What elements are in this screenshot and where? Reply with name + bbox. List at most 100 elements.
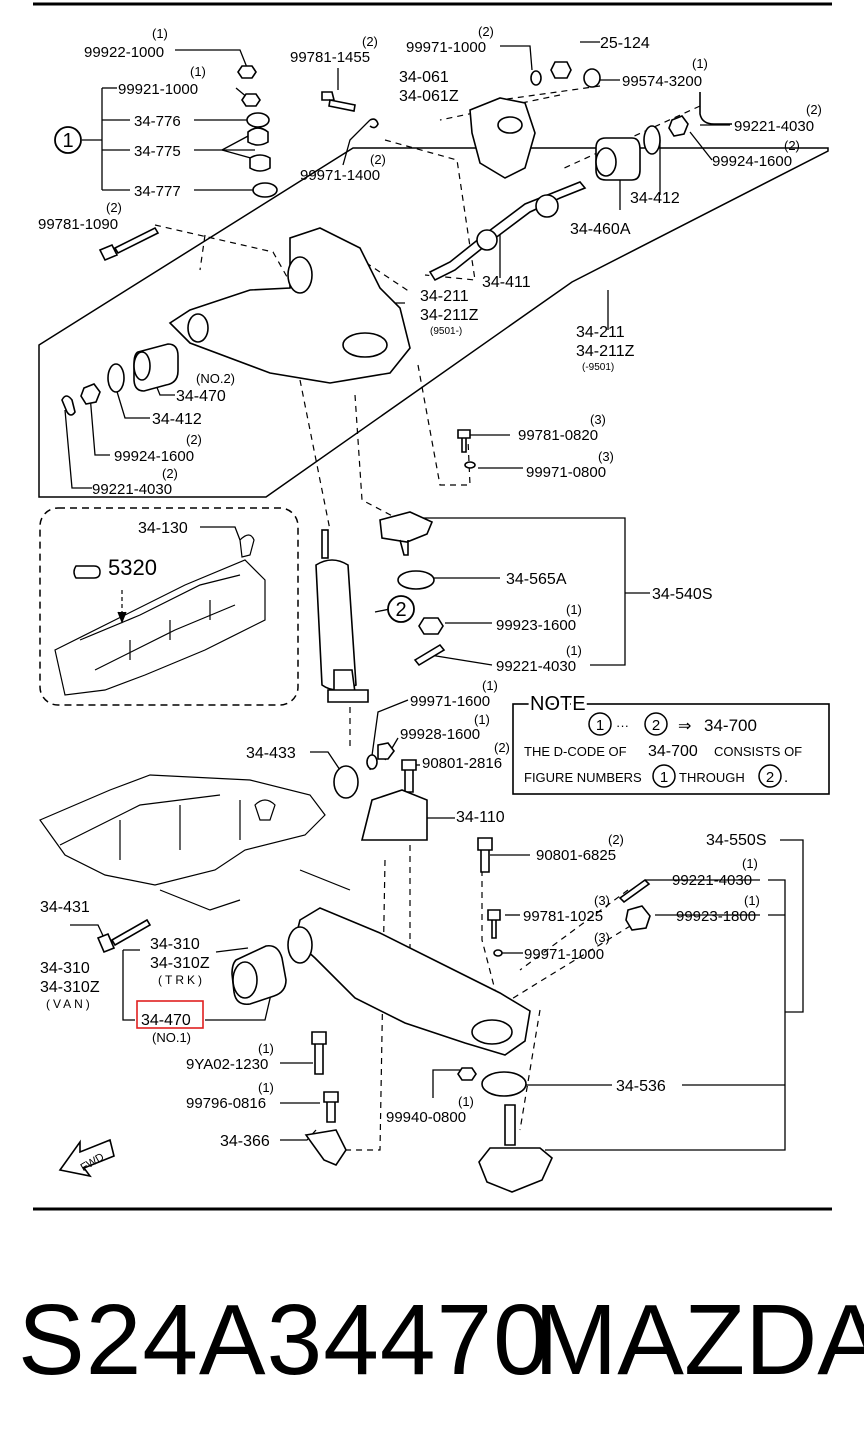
brand-caption: MAZDA <box>534 1284 864 1396</box>
label-99796-0816-qty: (1) <box>258 1080 274 1095</box>
lower-arm-34-310-icon <box>294 907 531 1056</box>
boot-34-536-icon <box>481 1071 527 1097</box>
label-34-211-a: 34-211 <box>420 288 469 305</box>
badge-2-shock <box>387 595 415 623</box>
label-90801-2816: 90801-2816 <box>422 755 502 772</box>
label-99781-1090: 99781-1090 <box>38 216 118 233</box>
nut-99924-1600-icon <box>668 115 689 137</box>
label-99924-1600-left: 99924-1600 <box>114 448 194 465</box>
label-99221-4030-left: 99221-4030 <box>92 481 172 498</box>
bracket-34-061-icon <box>469 97 536 179</box>
note-range-to: 2 <box>652 717 660 734</box>
pin-99221-4030-lower-icon <box>618 878 651 904</box>
ball-joint-34-540S-icon <box>379 511 434 556</box>
label-99923-1600: 99923-1600 <box>496 617 576 634</box>
label-99923-1800: 99923-1800 <box>676 908 756 925</box>
label-99221-4030-mid-qty: (1) <box>566 643 582 658</box>
inset-frame-drawing <box>54 534 266 696</box>
label-99940-0800-qty: (1) <box>458 1094 474 1109</box>
nut-99924-1600-left-icon <box>80 383 101 405</box>
note-range-sep: ··· <box>616 718 629 733</box>
label-99924-1600-left-qty: (2) <box>186 432 202 447</box>
bushing-34-775-top-icon <box>247 127 269 146</box>
bumper-parts <box>333 742 493 873</box>
note-circle-1b <box>652 764 676 788</box>
label-99574-3200-qty: (1) <box>692 56 708 71</box>
label-34-470-upper: 34-470 <box>176 388 226 405</box>
washer-99971-1000-lower-icon <box>493 949 503 957</box>
upper-arm-parts <box>61 61 732 469</box>
pin-99221-4030-left-icon <box>61 395 76 416</box>
label-34-460A: 34-460A <box>570 221 631 238</box>
bolt-99796-0816-icon <box>323 1091 339 1123</box>
bolt-9YA02-1230-icon <box>311 1031 327 1075</box>
note-line2a: THE D-CODE OF <box>524 744 627 759</box>
label-9YA02-1230: 9YA02-1230 <box>186 1056 268 1073</box>
note-texts: NOTE 1 ··· 2 ⇒ 34-700 THE D-CODE OF 34-7… <box>524 690 802 786</box>
label-99928-1600: 99928-1600 <box>400 726 480 743</box>
label-99971-1600: 99971-1600 <box>410 693 490 710</box>
label-9YA02-1230-qty: (1) <box>258 1041 274 1056</box>
label-34-550S: 34-550S <box>706 832 767 849</box>
note-target: 34-700 <box>704 716 757 735</box>
label-34-310Z-trk: 34-310Z <box>150 955 210 972</box>
washer-34-412-left-icon <box>107 363 125 393</box>
note-box-frame <box>512 703 830 795</box>
label-99971-0800: 99971-0800 <box>526 464 606 481</box>
label-34-540S: 34-540S <box>652 586 713 603</box>
bracket-34-366-icon <box>304 1129 347 1166</box>
label-34-775: 34-775 <box>134 143 181 160</box>
label-99221-4030-qty: (2) <box>806 102 822 117</box>
note-title: NOTE <box>530 693 586 715</box>
bolt-90801-2816-icon <box>401 759 417 793</box>
boot-34-565A-icon <box>397 570 435 590</box>
ball-joint-34-550S-icon <box>478 1104 553 1193</box>
rubber-34-776-icon <box>246 112 270 128</box>
label-34-431: 34-431 <box>40 899 90 916</box>
forward-arrow-icon: FWD <box>58 1138 115 1178</box>
label-34-536: 34-536 <box>616 1078 666 1095</box>
washer-99971-1600-icon <box>366 754 378 770</box>
label-99922-1000: 99922-1000 <box>84 44 164 61</box>
label-99574-3200: 99574-3200 <box>622 73 702 90</box>
note-circle-2b <box>758 764 782 788</box>
label-99796-0816: 99796-0816 <box>186 1095 266 1112</box>
label-34-110: 34-110 <box>456 809 505 826</box>
note-line3a: FIGURE NUMBERS <box>524 770 642 785</box>
bolt-99781-1025-icon <box>487 909 501 939</box>
label-99781-1025: 99781-1025 <box>523 908 603 925</box>
note-circle-1 <box>588 712 612 736</box>
upper-ball-joint-parts <box>379 511 446 667</box>
note-circle-2 <box>644 712 668 736</box>
note-box <box>512 703 830 795</box>
label-9501-before: (-9501) <box>582 362 614 373</box>
ring-99574-3200-icon <box>583 68 601 88</box>
label-25-124: 25-124 <box>600 35 650 52</box>
label-99924-1600-qty: (2) <box>784 138 800 153</box>
bolt-99781-1090-icon <box>98 226 160 262</box>
frame-lines <box>33 2 832 1211</box>
label-99971-1000-lower-qty: (3) <box>594 930 610 945</box>
label-no2: (NO.2) <box>196 371 235 386</box>
label-34-211Z-a: 34-211Z <box>420 307 479 324</box>
label-34-470-highlighted: 34-470 <box>141 1012 191 1029</box>
pin-99221-4030-mid-icon <box>413 643 446 667</box>
label-99781-1090-qty: (2) <box>106 200 122 215</box>
label-34-433: 34-433 <box>246 745 296 762</box>
label-34-211Z-b: 34-211Z <box>576 343 635 360</box>
nut-99921-icon <box>241 93 261 107</box>
label-34-412-left: 34-412 <box>152 411 202 428</box>
washer-99971-1000-icon <box>530 70 542 86</box>
label-99922-1000-qty: (1) <box>152 26 168 41</box>
upper-arm-34-211-icon <box>168 227 411 384</box>
nut-25-124-icon <box>550 61 572 79</box>
washer-34-412-right-icon <box>643 125 661 155</box>
bushing-34-775-bottom-icon <box>249 154 271 172</box>
washer-34-777-icon <box>252 182 278 198</box>
nut-99928-1600-icon <box>377 742 395 760</box>
label-99781-0820: 99781-0820 <box>518 427 598 444</box>
badge-1-top <box>54 126 82 154</box>
label-99221-4030: 99221-4030 <box>734 118 814 135</box>
label-99928-1600-qty: (1) <box>474 712 490 727</box>
label-99971-0800-qty: (3) <box>598 449 614 464</box>
